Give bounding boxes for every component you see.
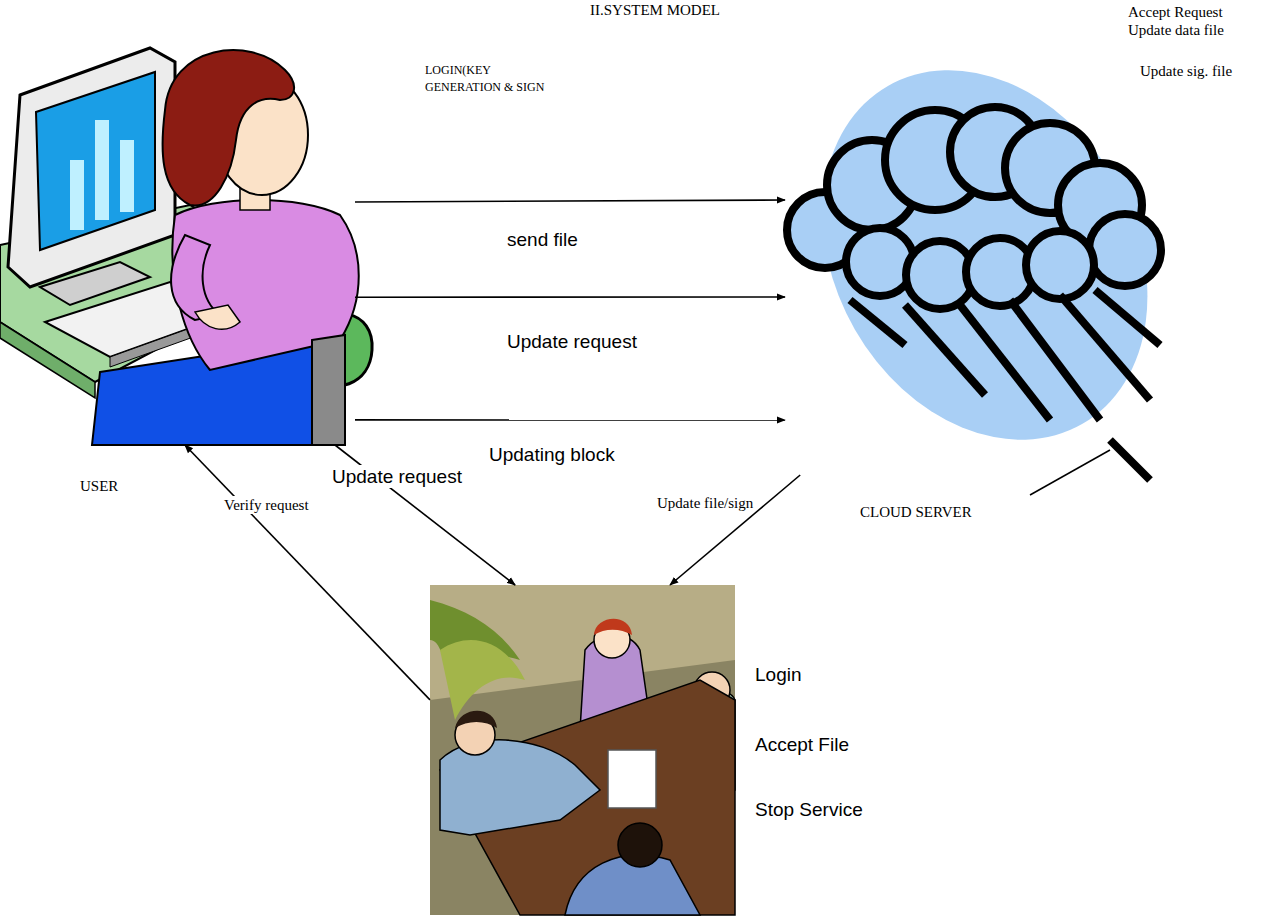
illustration-part <box>195 305 240 329</box>
arrow-connector <box>355 296 785 298</box>
illustration-part <box>1060 295 1150 400</box>
edge-label: Updating block <box>487 443 617 466</box>
illustration-part <box>850 290 1160 480</box>
diagram-title: II.SYSTEM MODEL <box>590 1 720 19</box>
edge-label: Update request <box>505 330 639 353</box>
cloud-clipart <box>758 11 1213 499</box>
illustration-part <box>440 740 600 835</box>
auditor-node: LoginAccept FileStop Service <box>430 585 735 915</box>
illustration-part <box>430 585 735 915</box>
illustration-part <box>171 235 220 320</box>
illustration-part <box>1095 290 1160 345</box>
illustration-part <box>70 160 84 230</box>
illustration-part <box>440 680 735 915</box>
node-label: USER <box>80 477 118 495</box>
auditor-action: Login <box>755 663 802 686</box>
illustration-part <box>1010 300 1100 420</box>
node-label: CLOUD SERVER <box>860 503 972 521</box>
illustration-part <box>608 750 656 808</box>
illustration-part <box>960 305 1050 420</box>
user-clipart <box>0 48 372 445</box>
illustration-part <box>850 300 905 345</box>
arrow-connector <box>670 475 800 585</box>
illustration-part <box>455 711 497 728</box>
illustration-part <box>95 120 109 220</box>
user-node: USER <box>10 40 355 445</box>
illustration-part <box>1110 440 1150 480</box>
auditor-action: Stop Service <box>755 798 863 821</box>
arrow-connector <box>355 419 785 421</box>
illustration-part <box>1089 214 1161 286</box>
illustration-part <box>163 50 295 205</box>
edge-label: send file <box>505 228 580 251</box>
illustration-part <box>440 640 525 720</box>
illustration-part <box>787 107 1161 309</box>
auditor-clipart <box>430 585 735 915</box>
server-action: Accept Request Update data file <box>1128 3 1256 39</box>
illustration-part <box>120 140 134 212</box>
edge-label: Update file/sign <box>655 494 755 512</box>
illustration-part <box>1030 450 1110 495</box>
auditor-action: Accept File <box>755 733 849 756</box>
arrow-connector <box>355 200 785 202</box>
illustration-part <box>618 823 662 867</box>
illustration-part <box>594 619 632 635</box>
illustration-part <box>1026 231 1094 299</box>
illustration-part <box>758 11 1213 499</box>
annotation-label: LOGIN(KEY GENERATION & SIGN <box>425 62 565 96</box>
illustration-part <box>8 48 175 287</box>
cloud-server-node: CLOUD SERVERAccept Request Update data f… <box>785 75 1165 475</box>
edge-label: Verify request <box>222 496 311 514</box>
illustration-part <box>36 72 155 250</box>
edge-label: Update request <box>330 465 464 488</box>
illustration-part <box>312 335 345 445</box>
server-action: Update sig. file <box>1140 62 1232 80</box>
